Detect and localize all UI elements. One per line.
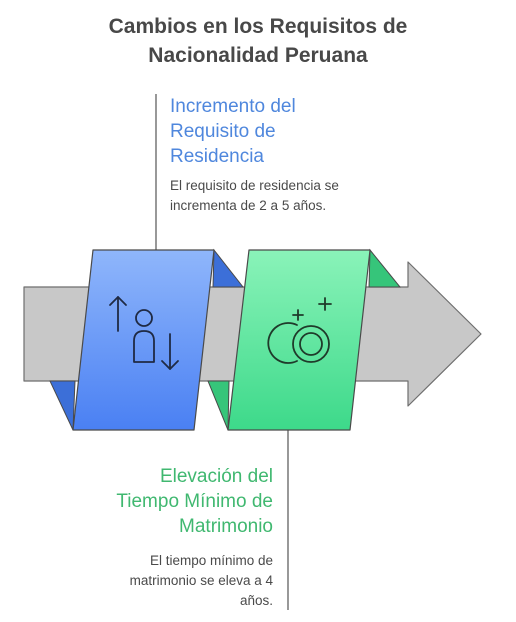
- blue-fold-bottom: [49, 380, 76, 431]
- step-2-description-line: matrimonio se eleva a 4: [129, 573, 273, 588]
- title-line-1: Cambios en los Requisitos de: [108, 15, 408, 38]
- step-2-description-line: El tiempo mínimo de: [149, 553, 273, 568]
- green-fold-top: [368, 248, 402, 288]
- blue-panel: [72, 249, 215, 431]
- title-line-2: Nacionalidad Peruana: [148, 44, 368, 67]
- green-fold-bottom: [207, 380, 230, 431]
- step-2-description: El tiempo mínimo de matrimonio se eleva …: [53, 551, 273, 611]
- rings-sparkle-icon: [267, 297, 332, 364]
- green-panel: [227, 249, 371, 431]
- blue-fold-top: [212, 248, 245, 288]
- step-1-heading-line: Residencia: [170, 146, 264, 167]
- step-2-heading-line: Tiempo Mínimo de: [116, 491, 273, 512]
- step-1-description-line: incrementa de 2 a 5 años.: [170, 198, 327, 213]
- step-1-description: El requisito de residencia se incrementa…: [170, 176, 400, 216]
- diagram-title: Cambios en los Requisitos de Nacionalida…: [0, 12, 516, 70]
- step-1-heading-line: Incremento del: [170, 96, 296, 117]
- step-1-heading: Incremento del Requisito de Residencia: [170, 94, 400, 169]
- step-1-heading-line: Requisito de: [170, 121, 276, 142]
- step-2-description-line: años.: [239, 593, 273, 608]
- person-up-down-arrows-icon: [109, 296, 179, 370]
- step-2-heading-line: Elevación del: [159, 466, 273, 487]
- step-2-heading: Elevación del Tiempo Mínimo de Matrimoni…: [53, 464, 273, 539]
- step-1-description-line: El requisito de residencia se: [170, 178, 339, 193]
- step-2-heading-line: Matrimonio: [179, 516, 273, 537]
